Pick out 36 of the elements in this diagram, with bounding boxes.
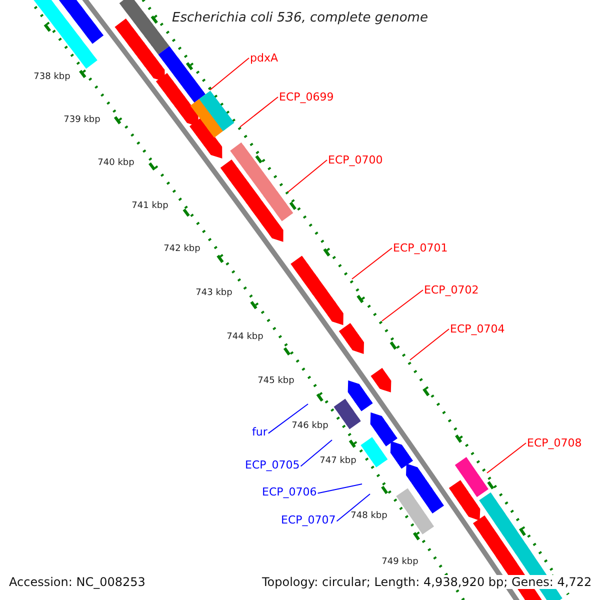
leader-line [268,404,308,434]
gene-label: ECP_0699 [279,90,334,104]
gene-label: ECP_0704 [450,322,505,336]
leader-line [240,96,278,128]
leader-line [410,328,450,360]
scale-label: 744 kbp [226,332,264,342]
gene-label: ECP_0707 [281,514,336,526]
scale-label: 747 kbp [320,456,356,466]
scale-label: 739 kbp [64,115,100,125]
leader-line [352,248,392,280]
leader-line [210,58,250,90]
gene-label: ECP_0701 [393,242,448,254]
scale-label: 742 kbp [164,244,200,254]
scale-label: 748 kbp [350,511,388,521]
leader-line [288,160,328,192]
scale-label: 741 kbp [132,201,168,211]
leader-line [336,494,370,522]
gene-label: ECP_0700 [328,154,383,166]
gene-label: pdxA [250,52,278,64]
gene-label: ECP_0705 [245,458,300,472]
gene-label: ECP_0706 [262,486,317,498]
scale-label: 745 kbp [258,376,294,386]
leader-line [317,484,362,494]
gene-label: ECP_0702 [424,284,479,296]
genome-info-text: Topology: circular; Length: 4,938,920 bp; Genes: 4,722 [262,575,592,589]
scale-label: 743 kbp [196,288,232,298]
leader-line [382,290,424,322]
leader-line [486,442,526,474]
scale-label: 740 kbp [98,158,134,168]
scale-label: 749 kbp [382,557,418,567]
accession-text: Accession: NC_008253 [9,575,146,589]
leader-line [300,440,332,467]
scale-label: 738 kbp [34,72,70,82]
gene-label: fur [252,426,268,438]
gene-label: ECP_0708 [527,436,582,450]
scale-label: 746 kbp [292,421,328,431]
